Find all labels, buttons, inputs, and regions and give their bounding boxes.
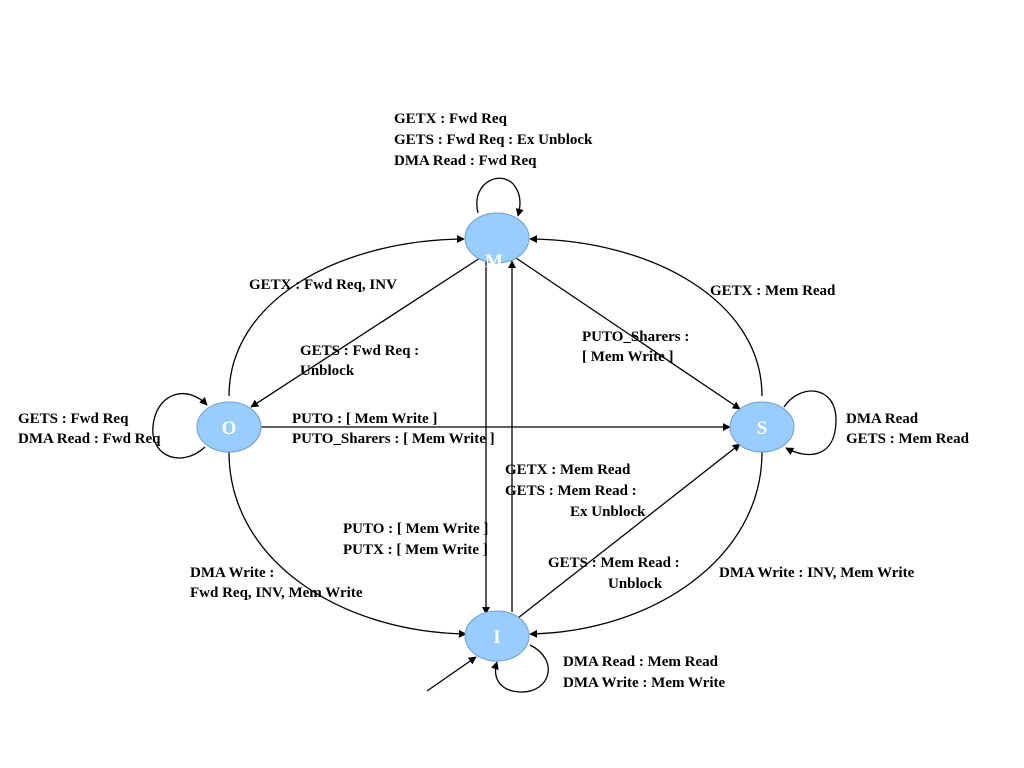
label-m-to-i: PUTO : [ Mem Write ] PUTX : [ Mem Write … — [343, 521, 492, 558]
label-m-to-o: GETS : Fwd Req : Unblock — [300, 343, 423, 379]
label-s-self: DMA Read GETS : Mem Read — [846, 411, 970, 447]
label-s-to-m: GETX : Mem Read — [710, 283, 836, 299]
state-m-label: M — [485, 251, 503, 272]
edge-s-to-i — [529, 451, 763, 638]
label-o-to-m: GETX : Fwd Req, INV — [249, 277, 397, 293]
label-s-to-i: DMA Write : INV, Mem Write — [719, 565, 915, 581]
state-o-circle — [196, 401, 262, 453]
state-m: M — [464, 212, 530, 272]
edge-i-to-s — [517, 443, 741, 619]
label-i-to-m: GETX : Mem Read GETS : Mem Read : Ex Unb… — [505, 462, 646, 520]
label-o-self: GETS : Fwd Req DMA Read : Fwd Req — [18, 411, 161, 447]
state-o: O — [196, 401, 262, 453]
edge-m-to-s — [515, 257, 741, 410]
label-m-self: GETX : Fwd Req GETS : Fwd Req : Ex Unblo… — [394, 111, 596, 169]
state-i: I — [464, 610, 530, 662]
state-m-circle — [464, 212, 530, 264]
edge-s-to-m — [529, 235, 763, 397]
label-m-to-s: PUTO_Sharers : [ Mem Write ] — [582, 329, 693, 365]
state-i-label: I — [493, 627, 500, 648]
state-o-label: O — [222, 418, 237, 439]
state-s-label: S — [757, 418, 768, 439]
label-o-to-i: DMA Write : Fwd Req, INV, Mem Write — [190, 565, 363, 601]
state-s-circle — [729, 401, 795, 453]
state-i-circle — [464, 610, 530, 662]
edge-m-to-o — [250, 257, 481, 408]
label-i-self: DMA Read : Mem Read DMA Write : Mem Writ… — [563, 654, 726, 691]
edge-o-to-i — [228, 451, 467, 638]
label-o-to-s: PUTO : [ Mem Write ] PUTO_Sharers : [ Me… — [292, 411, 495, 447]
edge-o-to-m — [228, 235, 465, 397]
edge-initial-to-i — [426, 656, 477, 692]
edges — [152, 177, 837, 693]
edge-o-self — [152, 392, 208, 459]
label-i-to-s: GETS : Mem Read : Unblock — [548, 555, 683, 592]
edge-labels: GETX : Fwd Req GETS : Fwd Req : Ex Unblo… — [18, 111, 970, 691]
state-s: S — [729, 401, 795, 453]
edge-s-self — [783, 390, 837, 456]
edge-m-self — [476, 177, 524, 217]
edge-i-self — [491, 644, 549, 693]
